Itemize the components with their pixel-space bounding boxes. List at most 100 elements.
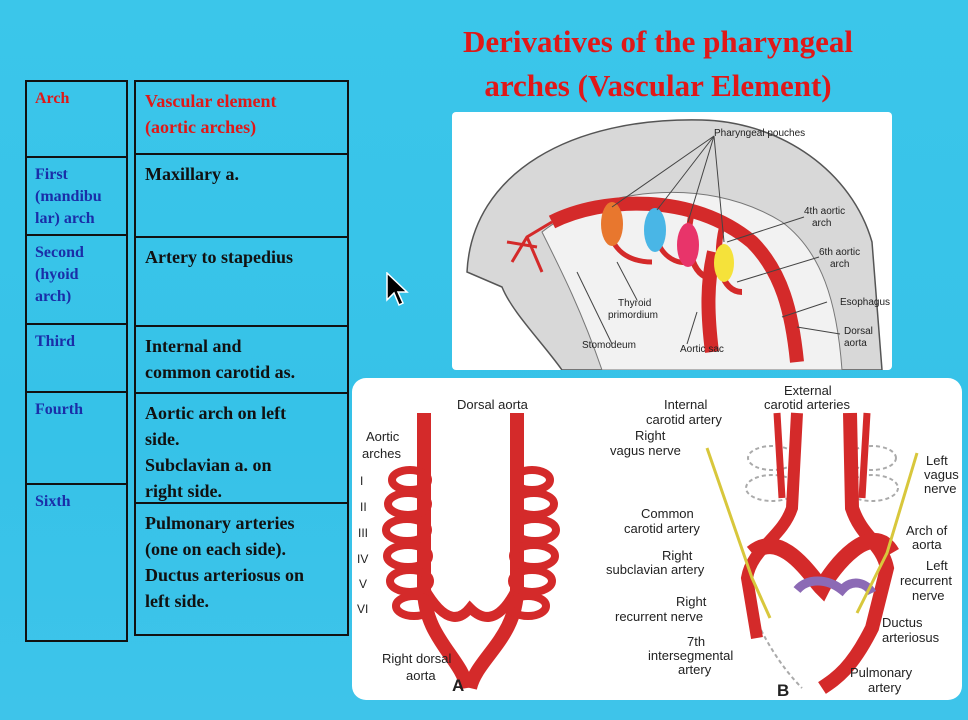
arch-line: (hyoid <box>35 266 79 283</box>
label-arch-aorta-2: aorta <box>912 537 942 552</box>
label-right-recurrent: Right <box>676 594 707 609</box>
label-external-2: carotid arteries <box>764 397 850 412</box>
label-aortic-sac: Aortic sac <box>680 344 724 355</box>
arch-line: First <box>35 166 68 183</box>
arch-line: Third <box>35 333 76 350</box>
label-dorsal-aorta-2: aorta <box>844 338 867 349</box>
element-line: common carotid as. <box>145 362 296 382</box>
pouch-yellow <box>714 244 734 282</box>
label-external: External <box>784 383 832 398</box>
element-line: Aortic arch on left <box>145 403 287 423</box>
label-pouches: Pharyngeal pouches <box>714 128 805 139</box>
arch-cell-fourth: Fourth <box>27 393 126 485</box>
arch-line: lar) arch <box>35 210 95 227</box>
arch-cell-first: First (mandibu lar) arch <box>27 158 126 236</box>
element-line: Artery to stapedius <box>145 247 293 267</box>
element-line: Subclavian a. on <box>145 455 272 475</box>
embryo-svg: Pharyngeal pouches 4th aortic arch 6th a… <box>466 119 890 371</box>
label-ductus-2: arteriosus <box>882 630 940 645</box>
element-header-line: Vascular element <box>145 91 277 111</box>
element-line: right side. <box>145 481 223 501</box>
element-cell-second: Artery to stapedius <box>136 238 347 327</box>
element-line: Internal and <box>145 336 242 356</box>
label-4th-arch: 4th aortic <box>804 206 845 217</box>
element-cell-sixth: Pulmonary arteries (one on each side). D… <box>136 504 347 634</box>
label-7th-2: intersegmental <box>648 648 733 663</box>
label-esophagus: Esophagus <box>840 297 890 308</box>
element-line: Maxillary a. <box>145 164 239 184</box>
label-7th: 7th <box>687 634 705 649</box>
numeral-i: I <box>360 474 363 488</box>
label-internal-2: carotid artery <box>646 412 722 427</box>
label-left-recurrent: Left <box>926 558 948 573</box>
dorsal-aorta-curve <box>548 196 804 363</box>
label-common: Common <box>641 506 694 521</box>
label-thyroid-2: primordium <box>608 310 658 321</box>
label-internal: Internal <box>664 397 707 412</box>
embryo-diagram: Pharyngeal pouches 4th aortic arch 6th a… <box>452 112 892 371</box>
panel-letter-a: A <box>452 676 464 695</box>
arch-coils-left <box>382 466 436 620</box>
label-ductus: Ductus <box>882 615 923 630</box>
label-right-recurrent-2: recurrent nerve <box>615 609 703 624</box>
label-pulmonary: Pulmonary <box>850 665 913 680</box>
element-line: Ductus arteriosus on <box>145 565 305 585</box>
arch-cell-second: Second (hyoid arch) <box>27 236 126 325</box>
arch-line: (mandibu <box>35 188 102 205</box>
element-cell-first: Maxillary a. <box>136 155 347 238</box>
numeral-vi: VI <box>357 602 368 616</box>
label-right-subclavian-2: subclavian artery <box>606 562 705 577</box>
label-right-subclavian: Right <box>662 548 693 563</box>
element-line: left side. <box>145 591 209 611</box>
arch-of-aorta-heart <box>746 533 899 602</box>
facial-vessels <box>506 220 553 273</box>
title-line-2: arches (Vascular Element) <box>484 68 832 103</box>
carotid-branches <box>773 412 871 499</box>
label-left-vagus-2: vagus <box>924 467 959 482</box>
label-pulmonary-2: artery <box>868 680 902 695</box>
leader-lines <box>576 135 841 345</box>
left-carotid-aorta <box>818 412 895 694</box>
element-header-line: (aortic arches) <box>145 117 257 137</box>
label-right-dorsal-2: aorta <box>406 668 436 683</box>
arch-header: Arch <box>27 82 126 158</box>
label-thyroid: Thyroid <box>618 298 651 309</box>
label-6th-arch: 6th aortic <box>819 247 860 258</box>
arch-coils-right <box>506 466 560 620</box>
element-header: Vascular element (aortic arches) <box>136 82 347 155</box>
element-line: side. <box>145 429 180 449</box>
numeral-iv: IV <box>357 552 368 566</box>
label-left-recurrent-2: recurrent <box>900 573 952 588</box>
arch-line: Second <box>35 244 84 261</box>
element-line: Pulmonary arteries <box>145 513 295 533</box>
arch-line: Fourth <box>35 401 83 418</box>
label-4th-arch-2: arch <box>812 218 831 229</box>
label-arch-aorta: Arch of <box>906 523 948 538</box>
label-right-vagus-2: vagus nerve <box>610 443 681 458</box>
element-cell-third: Internal and common carotid as. <box>136 327 347 394</box>
label-7th-3: artery <box>678 662 712 677</box>
label-aortic-arches-2: arches <box>362 446 402 461</box>
label-dorsal-aorta-a: Dorsal aorta <box>457 397 529 412</box>
title-line-1: Derivatives of the pharyngeal <box>462 24 854 59</box>
numeral-v: V <box>359 577 367 591</box>
arch-line: Sixth <box>35 493 71 510</box>
label-dorsal-aorta: Dorsal <box>844 326 873 337</box>
label-right-vagus: Right <box>635 428 666 443</box>
pulmonary-arteries <box>793 576 877 597</box>
element-line: (one on each side). <box>145 539 286 559</box>
arch-column: Arch First (mandibu lar) arch Second (hy… <box>25 80 128 642</box>
numeral-ii: II <box>360 500 367 514</box>
pouch-orange <box>601 202 623 246</box>
aortic-arches-diagram: Dorsal aorta Aortic arches I II III IV V… <box>352 378 962 700</box>
numeral-iii: III <box>358 526 368 540</box>
element-cell-fourth: Aortic arch on left side. Subclavian a. … <box>136 394 347 504</box>
label-left-recurrent-3: nerve <box>912 588 945 603</box>
element-column: Vascular element (aortic arches) Maxilla… <box>134 80 349 636</box>
label-right-dorsal: Right dorsal <box>382 651 451 666</box>
pouch-blue <box>644 208 666 252</box>
arch-line: arch) <box>35 288 72 305</box>
aortic-sac-vessel <box>701 250 721 353</box>
left-dorsal-aorta <box>463 413 524 691</box>
label-common-2: carotid artery <box>624 521 700 536</box>
